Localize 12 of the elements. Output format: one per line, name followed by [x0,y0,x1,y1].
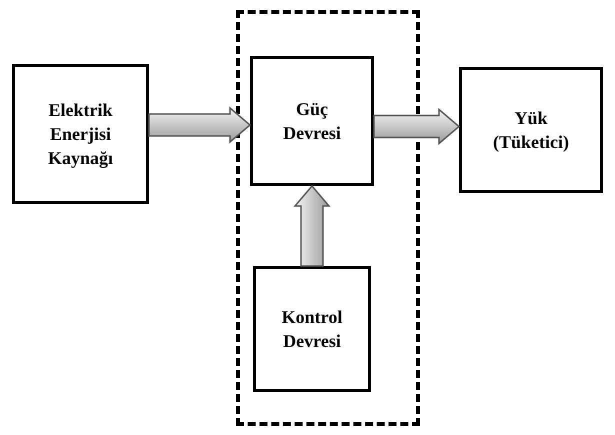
block-label: Güç Devresi [282,98,342,145]
block-arrow [373,108,460,146]
block-arrow [148,106,252,144]
block-arrow [293,184,331,267]
block-label: Elektrik Enerjisi Kaynağı [46,99,114,170]
block-box [253,266,371,392]
block-label: Kontrol Devresi [280,306,344,353]
block-box [12,64,149,204]
block-box [459,67,603,193]
dashed-boundary-box [236,10,420,426]
block-box [250,56,374,186]
block-label: Yük (Tüketici) [492,107,570,154]
